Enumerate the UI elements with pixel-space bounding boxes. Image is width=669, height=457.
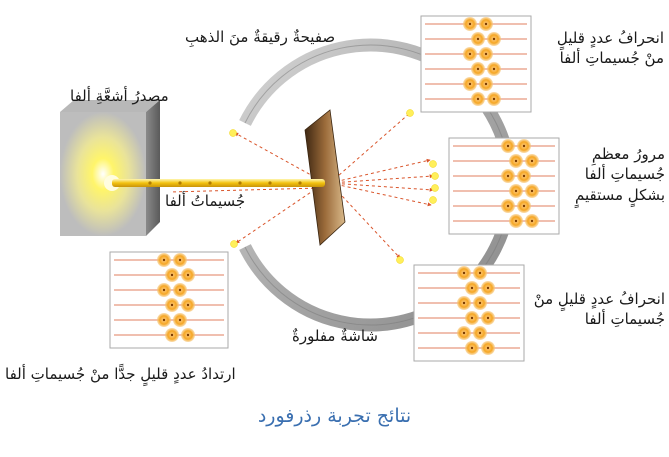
screen-flashes [229,109,439,264]
atom-nucleus [170,273,174,277]
figure-title: نتائج تجربة رذرفورد [257,405,412,427]
atom-nucleus [478,271,482,275]
atom-nucleus [476,97,480,101]
atom-nucleus [484,82,488,86]
atom-nucleus [462,301,466,305]
atom-nucleus [478,301,482,305]
atom-nucleus [178,288,182,292]
atom-nucleus [492,97,496,101]
atom-nucleus [178,258,182,262]
atom-nucleus [484,52,488,56]
atom-nucleus [506,204,510,208]
atom-nucleus [170,333,174,337]
inset-bottom-right [413,264,525,362]
inset-bottom-left [109,251,229,349]
atom-nucleus [462,271,466,275]
atom-nucleus [522,174,526,178]
atom-nucleus [506,144,510,148]
atom-nucleus [468,52,472,56]
label-middle-right: مرورُ معظمِ جُسيماتِ ألفا بشكلٍ مستقيمٍ [574,145,665,204]
atom-nucleus [470,346,474,350]
label-alpha-particles: جُسيماتُ ألفا [165,192,246,210]
atom-nucleus [162,258,166,262]
atom-nucleus [162,318,166,322]
atom-nucleus [186,333,190,337]
label-bottom-left: ارتدادُ عددٍ قليلٍ جدًّا منْ جُسيماتِ أل… [5,365,236,383]
atom-nucleus [478,331,482,335]
atom-nucleus [514,189,518,193]
label-gold-foil: صفيحةٌ رقيقةٌ منَ الذهبِ [185,28,336,46]
inset-top-right [420,15,532,113]
atom-nucleus [492,37,496,41]
atom-nucleus [486,286,490,290]
atom-nucleus [170,303,174,307]
atom-nucleus [470,286,474,290]
atom-nucleus [468,82,472,86]
label-top-right: انحرافُ عددٍ قليلٍ منْ جُسيماتِ ألفا [556,29,664,68]
atom-nucleus [462,331,466,335]
atom-nucleus [506,174,510,178]
inset-middle-right [448,137,560,235]
atom-nucleus [522,144,526,148]
atom-nucleus [186,273,190,277]
atom-nucleus [186,303,190,307]
alpha-source-box [60,100,160,236]
atom-nucleus [486,316,490,320]
atom-nucleus [514,219,518,223]
atom-nucleus [514,159,518,163]
atom-nucleus [530,159,534,163]
gold-foil [304,109,346,246]
atom-nucleus [484,22,488,26]
atom-nucleus [468,22,472,26]
atom-nucleus [530,189,534,193]
atom-nucleus [486,346,490,350]
atom-nucleus [470,316,474,320]
atom-nucleus [178,318,182,322]
atom-nucleus [162,288,166,292]
atom-nucleus [476,37,480,41]
alpha-beam [112,179,325,187]
atom-nucleus [476,67,480,71]
label-fluorescent-screen: شاشةٌ مفلورةٌ [292,327,378,345]
label-bottom-right: انحرافُ عددٍ قليلٍ منْ جُسيماتِ ألفا [533,290,665,329]
atom-nucleus [522,204,526,208]
atom-nucleus [492,67,496,71]
atom-nucleus [530,219,534,223]
label-alpha-source: مصدرُ أشعَّةِ ألفا [70,87,169,105]
